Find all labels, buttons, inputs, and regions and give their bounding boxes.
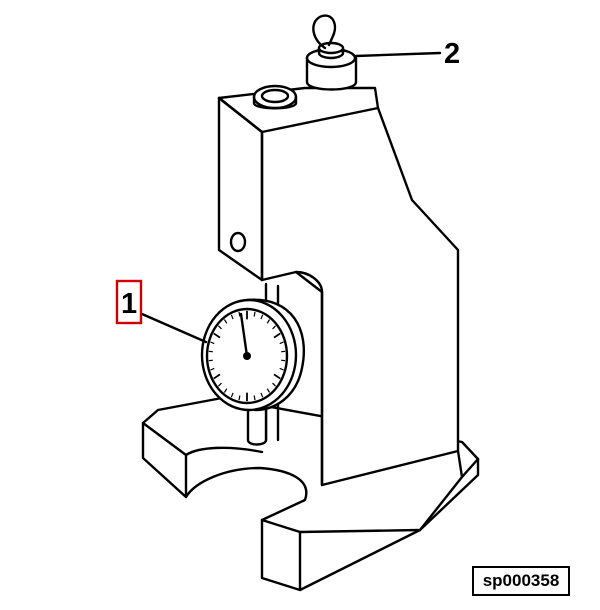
dial-center — [243, 352, 251, 360]
callout-1-leader — [140, 312, 208, 344]
dial-tick — [230, 314, 234, 320]
dial-tick — [266, 388, 271, 393]
dial-tick — [273, 373, 281, 380]
dial-tick — [273, 332, 281, 339]
dial-indicator — [200, 298, 306, 412]
dial-tick — [213, 332, 221, 339]
dial-tick — [210, 367, 215, 371]
dial-tick — [260, 392, 264, 398]
plunger-rod — [246, 403, 268, 446]
callout-2-label: 2 — [444, 38, 460, 70]
dial-tick — [260, 314, 264, 320]
dial-tick — [223, 319, 228, 324]
dial-tick — [272, 325, 276, 330]
dial-tick — [210, 341, 215, 345]
dial-tick — [272, 382, 276, 387]
reference-code-box: sp000358 — [472, 566, 570, 596]
top-knob — [305, 14, 358, 91]
gauge-stand — [217, 86, 460, 487]
dial-needle — [239, 312, 249, 358]
reference-code: sp000358 — [482, 571, 560, 590]
dial-tick — [238, 395, 241, 401]
dial-tick — [279, 341, 284, 345]
dial-tick — [253, 395, 256, 401]
callout-2-leader — [354, 51, 442, 58]
top-collar — [252, 84, 298, 110]
dial-tick — [253, 311, 256, 317]
dial-tick — [223, 388, 228, 393]
dial-tick — [213, 373, 221, 380]
dial-tick — [279, 367, 284, 371]
dial-tick — [218, 325, 222, 330]
dial-tick — [218, 382, 222, 387]
side-screw — [229, 231, 247, 253]
callout-1-highlight — [115, 279, 143, 325]
dial-tick — [266, 319, 271, 324]
dial-tick — [238, 311, 241, 317]
dial-tick — [230, 392, 234, 398]
dial-ticks — [208, 310, 286, 402]
callout-1-label: 1 — [121, 288, 137, 320]
